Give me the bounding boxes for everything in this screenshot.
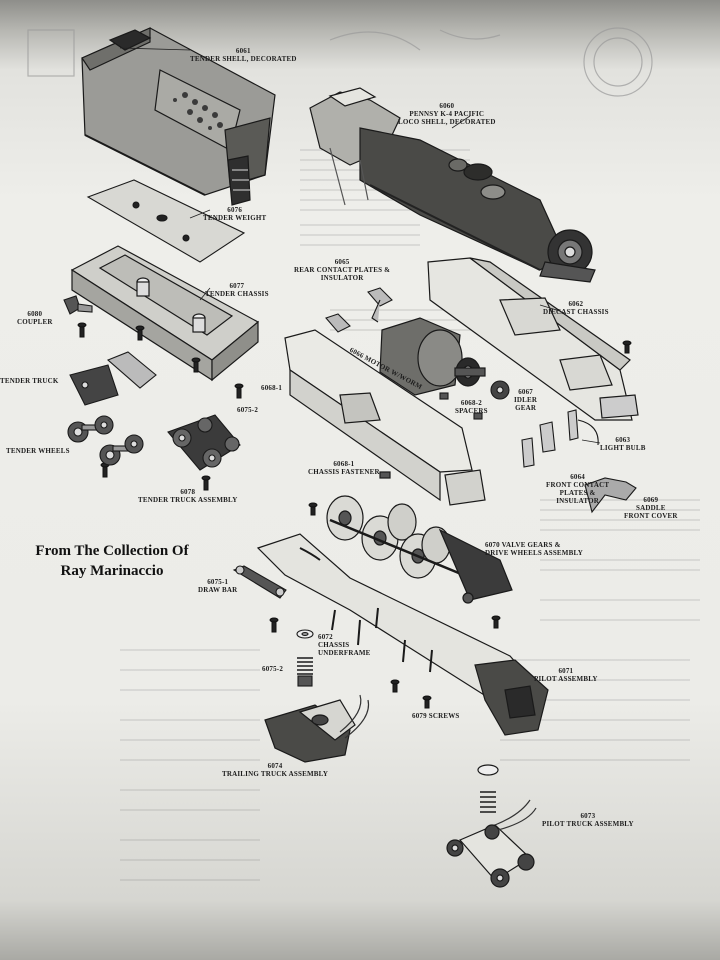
collection-credit: From The Collection Of Ray Marinaccio: [14, 541, 210, 581]
light-bulb: [567, 409, 599, 446]
label-6075-2-b: 6075-2: [262, 665, 284, 673]
tender-wheels-sets: [67, 415, 144, 466]
motor-chassis-block: [284, 329, 486, 506]
trailing-truck-assembly: [264, 694, 370, 763]
label-tender-truck: TENDER TRUCK: [0, 377, 59, 385]
credit-line-1: From The Collection Of: [35, 543, 189, 559]
tender-truck-frame: [69, 351, 157, 406]
rear-contact-plates: [325, 287, 393, 333]
tender-chassis: [70, 245, 260, 382]
tender-shell: [81, 27, 276, 206]
idler-gear-spacers: [439, 380, 510, 420]
credit-line-2: Ray Marinaccio: [60, 563, 164, 579]
label-tender-wheels: TENDER WHEELS: [6, 447, 70, 455]
label-6075-2-a: 6075-2: [237, 406, 259, 414]
draw-bar: [232, 565, 287, 599]
label-6079: 6079 SCREWS: [412, 712, 460, 720]
label-6068-1-a: 6068-1: [261, 384, 283, 392]
loco-shell: [309, 87, 596, 283]
washer-and-spring: [296, 629, 314, 687]
pilot-assembly: [474, 659, 549, 736]
bleed-through-text: [120, 149, 700, 881]
front-contact-plates: [521, 421, 556, 468]
diecast-chassis: [427, 257, 639, 421]
tender-weight: [86, 179, 246, 263]
saddle-front-cover: [584, 477, 637, 514]
pilot-truck-assembly: [446, 764, 537, 888]
leader-lines: [119, 47, 601, 444]
screws: [77, 322, 632, 709]
coupler: [63, 295, 93, 315]
drive-wheels-assembly: [326, 495, 513, 604]
label-6070: 6070 VALVE GEARS &DRIVE WHEELS ASSEMBLY: [485, 541, 583, 557]
header-logo-area: [27, 27, 653, 97]
tender-truck-assembly: [167, 414, 241, 471]
motor-with-worm: [379, 317, 486, 396]
